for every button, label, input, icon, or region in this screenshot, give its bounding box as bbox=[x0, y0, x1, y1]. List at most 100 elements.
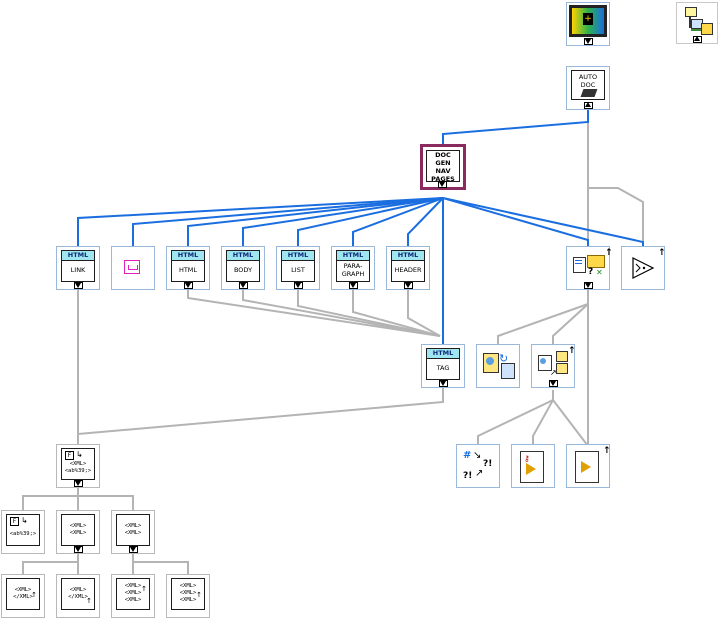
terminal-down bbox=[584, 282, 593, 289]
wire-tree-key bbox=[532, 390, 554, 446]
xml-g-panel: <XML> <XML> <XML> ↑ bbox=[171, 578, 205, 610]
html-paragraph-node[interactable]: HTML PARA- GRAPH bbox=[331, 246, 375, 290]
html-header-label: HTML bbox=[337, 251, 369, 261]
doc-vi-node[interactable]: ↑ bbox=[566, 444, 611, 488]
refresh-files-node[interactable]: ↻ bbox=[476, 344, 520, 388]
arrow-up-icon: ↑ bbox=[568, 346, 576, 356]
file-folder-node[interactable]: ? ✕ ↑ bbox=[566, 246, 613, 290]
html-html-node[interactable]: HTML HTML bbox=[166, 246, 210, 290]
wire-list-tag bbox=[297, 290, 441, 337]
xml-root-label: <XML> <ab%39;> bbox=[64, 461, 92, 474]
vi-arrow-icon bbox=[630, 255, 656, 281]
terminal-down bbox=[404, 282, 413, 289]
html-list-label: LIST bbox=[291, 266, 305, 274]
doc-vi-icon bbox=[575, 451, 601, 483]
terminal-down bbox=[74, 546, 83, 553]
doc-gen-nav-pages-node[interactable]: DOC GEN NAV PAGES bbox=[420, 144, 466, 190]
terminal-down bbox=[74, 282, 83, 289]
xml-b-label: <XML> <XML> bbox=[69, 523, 87, 536]
refresh-files-icon: ↻ bbox=[483, 353, 515, 379]
html-body-panel: HTML BODY bbox=[226, 250, 260, 282]
top-right-node[interactable] bbox=[676, 2, 718, 44]
vi-arrow-node[interactable]: ↑ bbox=[621, 246, 666, 290]
xml-a-panel: F ↳ <ab%39;> bbox=[6, 514, 40, 546]
wire-docgen-file bbox=[442, 197, 589, 248]
html-header-label: HTML bbox=[172, 251, 204, 261]
html-html-label: HTML bbox=[178, 266, 198, 274]
terminal-down bbox=[349, 282, 358, 289]
xml-root-panel: F ↳ <XML> <ab%39;> bbox=[61, 448, 95, 480]
wire-tree-error bbox=[477, 390, 554, 446]
wire-xml-row1 bbox=[22, 486, 79, 512]
tree-files-icon: ↗ bbox=[538, 349, 570, 377]
html-list-panel: HTML LIST bbox=[281, 250, 315, 282]
wire-docgen-body bbox=[242, 197, 444, 248]
terminal-down bbox=[438, 181, 447, 188]
terminal-up bbox=[693, 36, 702, 43]
hierarchy-icon bbox=[683, 7, 713, 35]
html-header-label: HTML bbox=[227, 251, 259, 261]
xml-f-label: <XML> <XML> <XML> bbox=[124, 583, 142, 603]
html-link-node[interactable]: HTML LINK bbox=[56, 246, 100, 290]
html-list-node[interactable]: HTML LIST bbox=[276, 246, 320, 290]
auto-doc-node[interactable]: AUTO DOC bbox=[566, 66, 610, 110]
doc-gen-label: DOC GEN NAV PAGES bbox=[431, 151, 455, 183]
wire-tag-xml bbox=[77, 388, 444, 435]
html-link-panel: HTML LINK bbox=[61, 250, 95, 282]
html-header-node[interactable]: HTML HEADER bbox=[386, 246, 430, 290]
html-body-node[interactable]: HTML BODY bbox=[221, 246, 265, 290]
arrow-up-icon: ↑ bbox=[658, 248, 666, 258]
wire-docgen-list bbox=[297, 197, 444, 248]
wire-docgen-para bbox=[352, 197, 444, 248]
html-html-panel: HTML HTML bbox=[171, 250, 205, 282]
error-symbols-node[interactable]: # ↘ ?! ?! ↗ bbox=[456, 444, 500, 488]
wire-docgen-link bbox=[77, 197, 444, 248]
wire-xml-row2a bbox=[22, 552, 79, 576]
terminal-down bbox=[184, 282, 193, 289]
html-tag-node[interactable]: HTML TAG bbox=[421, 344, 465, 388]
xml-g-node[interactable]: <XML> <XML> <XML> ↑ bbox=[166, 574, 210, 618]
xml-b-node[interactable]: <XML> <XML> bbox=[56, 510, 100, 554]
html-header-label: HTML bbox=[427, 349, 459, 359]
html-header-label: HTML bbox=[392, 251, 424, 261]
html-paragraph-label: PARA- GRAPH bbox=[341, 262, 365, 278]
xml-a-node[interactable]: F ↳ <ab%39;> bbox=[1, 510, 45, 554]
xml-d-node[interactable]: <XML> </XML> ↑ bbox=[1, 574, 45, 618]
wire-tree-doc bbox=[552, 390, 589, 447]
xml-e-node[interactable]: <XML> </XML> ↑ bbox=[56, 574, 100, 618]
wire-docgen-placeholder bbox=[132, 197, 444, 248]
placeholder-node[interactable] bbox=[111, 246, 155, 290]
wire-file-tree bbox=[552, 290, 589, 346]
xml-c-node[interactable]: <XML> <XML> bbox=[111, 510, 155, 554]
auto-doc-label: AUTO DOC bbox=[578, 73, 598, 89]
wire-html-tag bbox=[187, 290, 441, 337]
auto-doc-panel: AUTO DOC bbox=[571, 70, 605, 100]
xml-e-panel: <XML> </XML> ↑ bbox=[61, 578, 95, 610]
xml-f-node[interactable]: <XML> <XML> <XML> ↑ bbox=[111, 574, 155, 618]
error-symbols-icon: # ↘ ?! ?! ↗ bbox=[463, 450, 493, 482]
xml-c-panel: <XML> <XML> bbox=[116, 514, 150, 546]
html-body-label: BODY bbox=[233, 266, 253, 274]
wire-autodoc-file bbox=[588, 187, 644, 248]
terminal-down bbox=[129, 546, 138, 553]
top-vi-node[interactable]: + bbox=[566, 2, 610, 46]
tree-files-node[interactable]: ↗ ↑ bbox=[531, 344, 576, 388]
wire-autodoc-docgen bbox=[442, 110, 589, 146]
wire-file-refresh bbox=[497, 290, 589, 346]
placeholder-icon bbox=[124, 260, 140, 274]
terminal-down bbox=[74, 480, 83, 487]
wire-docgen-vi bbox=[442, 197, 644, 248]
xml-root-node[interactable]: F ↳ <XML> <ab%39;> bbox=[56, 444, 100, 488]
wire-header-tag bbox=[407, 290, 441, 337]
xml-b-panel: <XML> <XML> bbox=[61, 514, 95, 546]
xml-a-label: <ab%39;> bbox=[9, 531, 37, 537]
html-header-panel: HTML HEADER bbox=[391, 250, 425, 282]
xml-f-panel: <XML> <XML> <XML> ↑ bbox=[116, 578, 150, 610]
key-vi-node[interactable]: ⚷ bbox=[511, 444, 555, 488]
terminal-up bbox=[584, 102, 593, 109]
html-tag-label: TAG bbox=[436, 364, 450, 372]
xml-d-panel: <XML> </XML> ↑ bbox=[6, 578, 40, 610]
wire-docgen-html bbox=[187, 197, 444, 248]
wire-xml-row1c bbox=[78, 495, 134, 512]
